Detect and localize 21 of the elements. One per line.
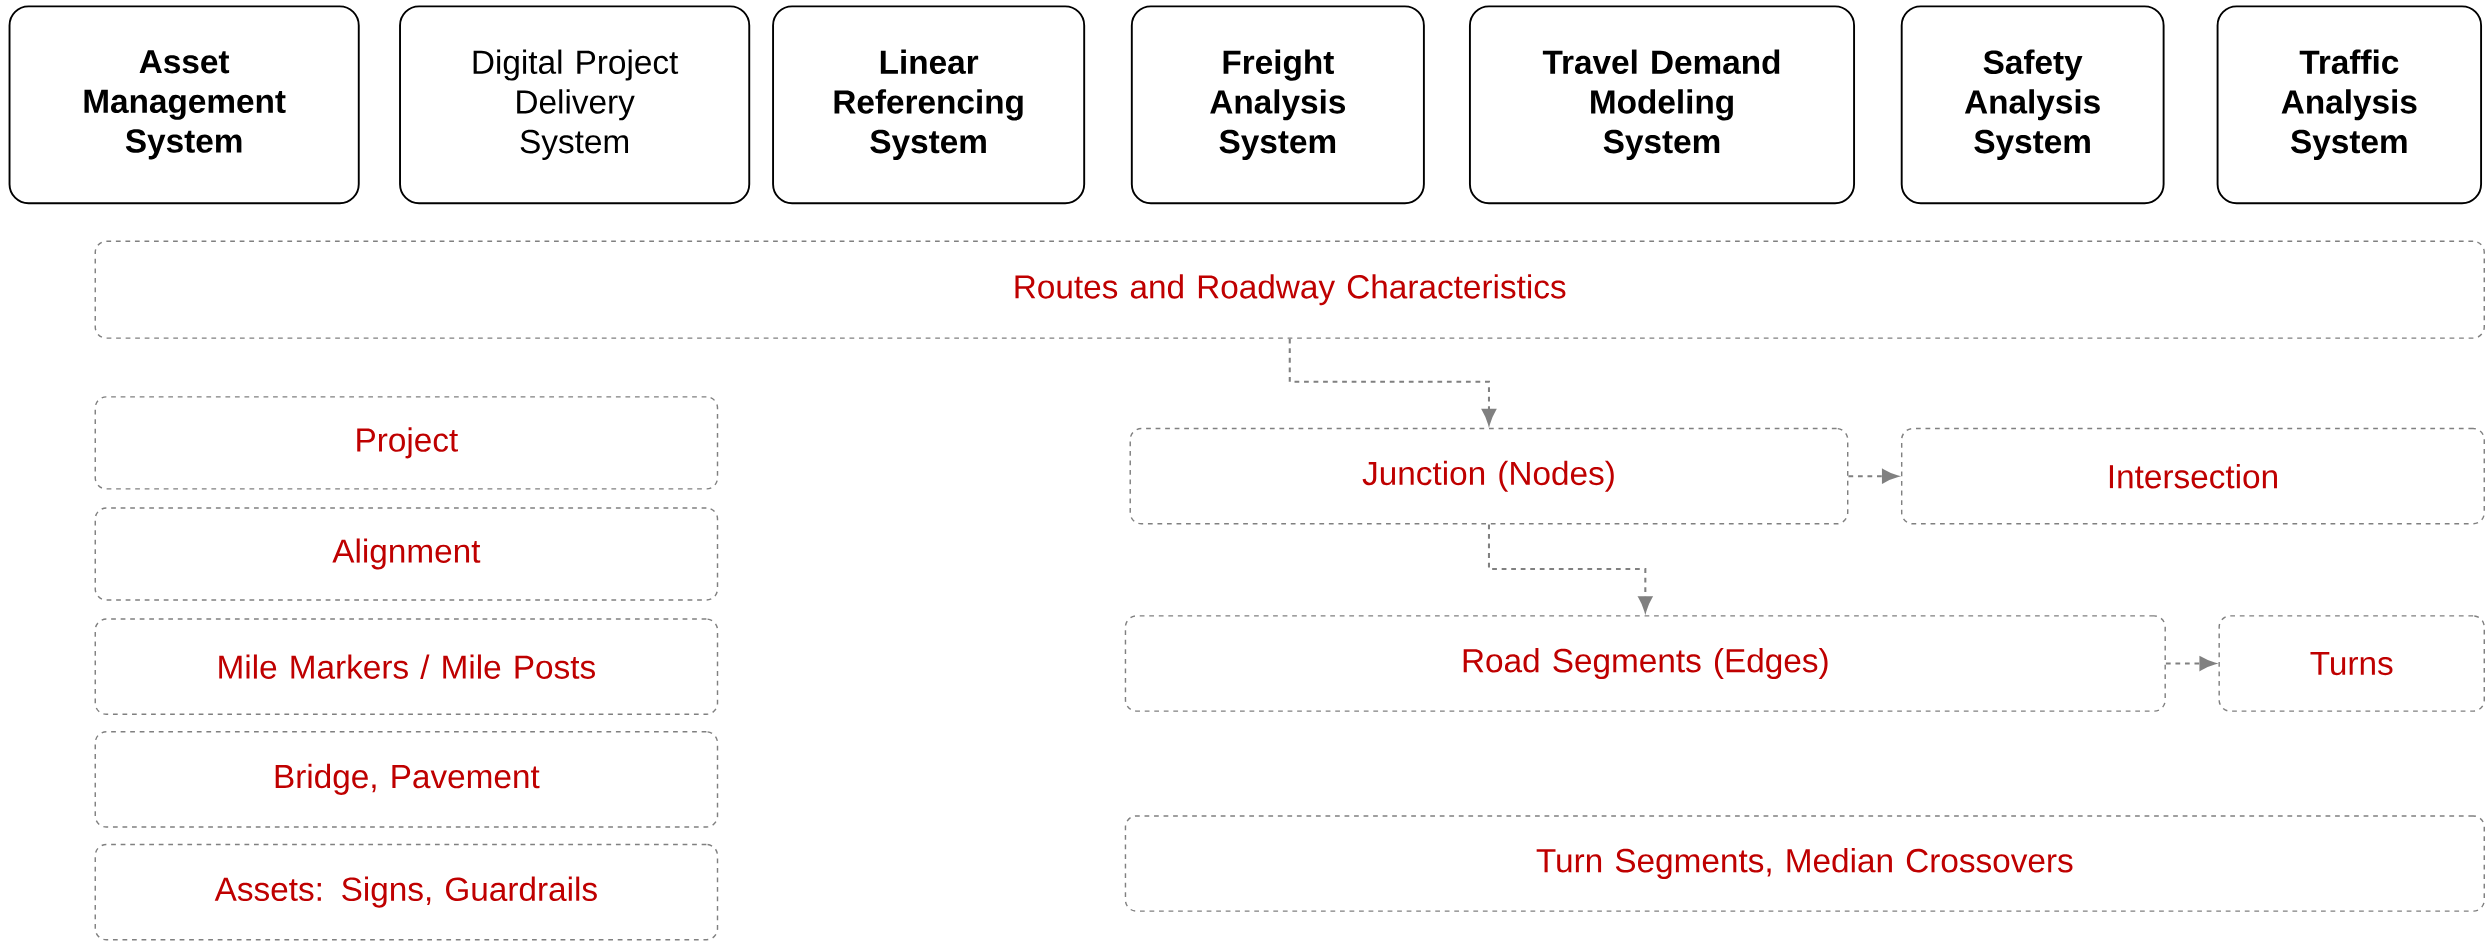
- data-box: Routes and Roadway Characteristics: [94, 240, 2485, 339]
- system-box: Safety Analysis System: [1900, 5, 2165, 205]
- arrow: [1288, 338, 1497, 426]
- system-box: Freight Analysis System: [1130, 5, 1425, 205]
- system-box: Digital Project Delivery System: [399, 5, 751, 205]
- data-box: Alignment: [94, 507, 719, 601]
- data-box: Road Segments (Edges): [1124, 615, 2166, 712]
- data-box: Intersection: [1900, 427, 2485, 525]
- system-box: Asset Management System: [8, 5, 360, 205]
- data-box: Turn Segments, Median Crossovers: [1124, 815, 2485, 912]
- arrow: [1848, 469, 1899, 484]
- system-box: Travel Demand Modeling System: [1468, 5, 1855, 205]
- system-box: Traffic Analysis System: [2216, 5, 2483, 205]
- data-box: Bridge, Pavement: [94, 731, 719, 828]
- data-box: Mile Markers / Mile Posts: [94, 618, 719, 716]
- arrow: [1487, 524, 1653, 613]
- data-box: Project: [94, 396, 719, 490]
- data-box: Junction (Nodes): [1129, 427, 1849, 525]
- data-box: Turns: [2218, 615, 2485, 712]
- system-box: Linear Referencing System: [772, 5, 1086, 205]
- data-box: Assets: Signs, Guardrails: [94, 843, 719, 941]
